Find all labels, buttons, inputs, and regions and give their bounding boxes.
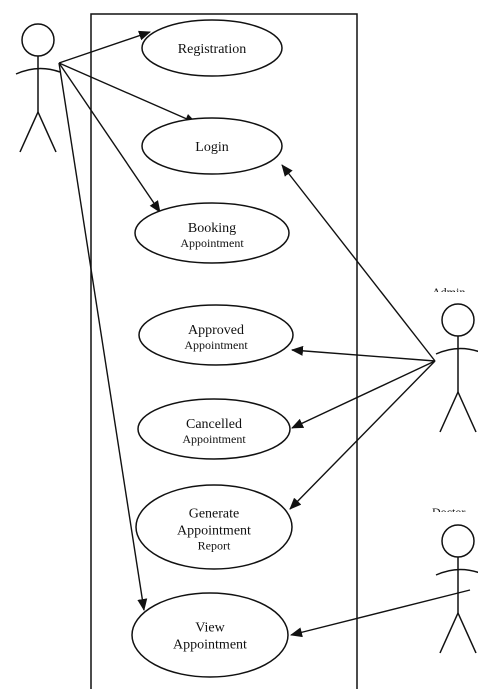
association-admin-to-cancelled	[291, 360, 436, 429]
actor-arms	[435, 568, 478, 576]
association-admin-to-approved	[291, 345, 436, 362]
actor-right-leg	[457, 612, 477, 654]
actor-doctor: Doctor	[432, 505, 478, 654]
use-case-label: Registration	[178, 42, 246, 57]
use-case-label: Login	[195, 140, 228, 155]
association-admin-to-login	[281, 164, 436, 362]
use-case-ellipse	[137, 398, 291, 460]
use-case-label: View	[195, 621, 225, 636]
actor-head	[441, 303, 475, 337]
actor-user	[15, 23, 61, 153]
actor-admin: Admin	[432, 285, 478, 433]
association-user-to-login	[58, 62, 197, 124]
use-case-label-clipped: Appointment	[184, 338, 248, 352]
association-admin-to-generate	[289, 360, 436, 510]
actor-head	[441, 524, 475, 558]
use-case-label: Booking	[188, 221, 236, 236]
use-case-label-clipped: Appointment	[180, 236, 244, 250]
use-case-label: Cancelled	[186, 417, 242, 432]
actor-arms	[15, 67, 61, 75]
actor-right-leg	[457, 391, 477, 433]
use-case-ellipse	[131, 592, 289, 678]
actor-left-leg	[439, 391, 459, 433]
use-case-ellipse	[138, 304, 294, 366]
association-user-to-view	[58, 62, 148, 611]
actor-right-leg	[37, 111, 57, 153]
association-user-to-booking	[58, 62, 161, 213]
use-case-label: Appointment	[173, 638, 247, 653]
system-boundary	[90, 13, 358, 689]
actor-left-leg	[439, 612, 459, 654]
use-case-ellipse	[141, 19, 283, 77]
actor-head	[21, 23, 55, 57]
use-case-label-clipped: Report	[198, 539, 231, 553]
actor-arms	[435, 347, 478, 355]
use-case-label-clipped: Appointment	[182, 432, 246, 446]
use-case-registration: Registration	[141, 19, 283, 77]
use-case-login: Login	[141, 117, 283, 175]
use-case-label: Appointment	[177, 524, 251, 539]
use-case-ellipse	[141, 117, 283, 175]
association-doctor-to-view	[290, 589, 471, 638]
actor-left-leg	[19, 111, 39, 153]
use-case-label: Generate	[189, 507, 240, 522]
use-case-ellipse	[135, 484, 293, 570]
association-user-to-registration	[58, 30, 151, 64]
use-case-ellipse	[134, 202, 290, 264]
use-case-label: Approved	[188, 323, 244, 338]
actor-label: Admin	[432, 285, 465, 299]
actor-label: Doctor	[432, 505, 465, 519]
